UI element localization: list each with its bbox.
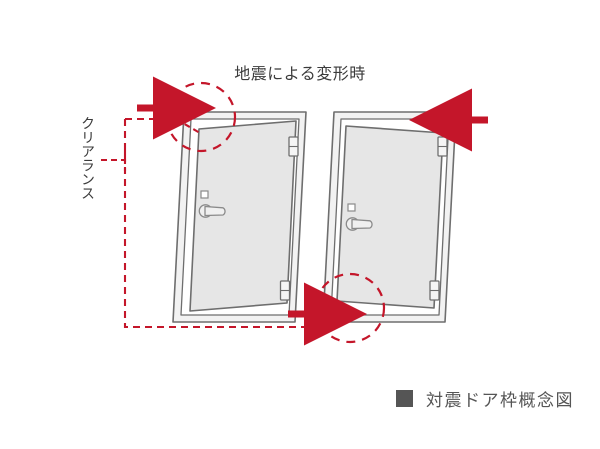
left-door-hinge-bottom bbox=[279, 280, 291, 301]
right-door-hinge-top bbox=[437, 136, 448, 157]
square-marker-icon bbox=[396, 390, 413, 407]
clearance-label: クリアランス bbox=[80, 116, 96, 200]
right-door-leaf bbox=[336, 125, 444, 309]
caption-text: 対震ドア枠概念図 bbox=[426, 391, 574, 410]
right-door bbox=[322, 111, 457, 323]
right-door-handle bbox=[345, 217, 373, 231]
right-door-lock-plate bbox=[347, 203, 356, 212]
left-door-handle bbox=[198, 204, 226, 218]
figure-title: 地震による変形時 bbox=[234, 66, 366, 83]
left-door-leaf bbox=[189, 120, 297, 312]
left-door-lock-plate bbox=[200, 190, 209, 199]
left-door bbox=[172, 111, 307, 323]
figure-caption: 対震ドア枠概念図 bbox=[396, 386, 574, 411]
clearance-highlight-circle-top bbox=[165, 81, 237, 153]
left-door-hinge-top bbox=[288, 136, 299, 157]
right-door-hinge-bottom bbox=[429, 280, 440, 301]
